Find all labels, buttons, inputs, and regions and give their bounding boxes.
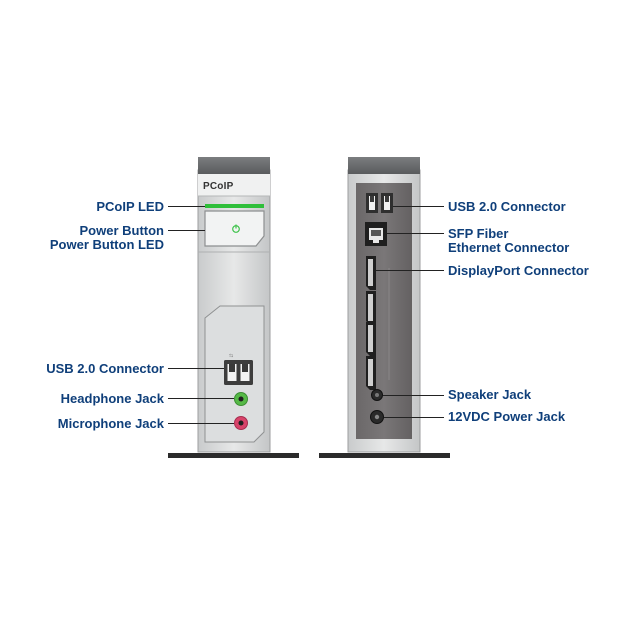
label-sfp-line2: Ethernet Connector — [448, 240, 570, 255]
sfp-port — [365, 222, 387, 246]
label-microphone-jack: Microphone Jack — [57, 416, 164, 431]
label-power-jack: 12VDC Power Jack — [448, 409, 566, 424]
label-power-button-led: Power Button LED — [49, 237, 164, 252]
leader-sfp — [387, 233, 444, 234]
front-unit: ⇆ — [168, 157, 299, 458]
leader-rear-usb — [393, 206, 444, 207]
rear-unit — [319, 157, 450, 458]
leader-power-jack — [384, 417, 444, 418]
label-power-button: Power Button — [79, 223, 165, 238]
label-front-usb: USB 2.0 Connector — [46, 361, 164, 376]
label-headphone-jack: Headphone Jack — [60, 391, 164, 406]
rear-io-panel — [356, 183, 412, 439]
label-displayport: DisplayPort Connector — [448, 263, 589, 278]
leader-speaker-jack — [383, 395, 444, 396]
label-sfp-line1: SFP Fiber — [448, 226, 509, 241]
rear-base — [319, 453, 450, 458]
front-top-face — [198, 174, 270, 196]
leader-pcoip-led — [168, 206, 205, 207]
label-rear-usb: USB 2.0 Connector — [448, 199, 566, 214]
pcoip-led — [205, 204, 264, 208]
displayport-connectors — [366, 256, 390, 390]
svg-text:⇆: ⇆ — [229, 353, 233, 359]
rear-top-cap — [348, 157, 420, 174]
front-top-cap — [198, 157, 270, 174]
leader-microphone-jack — [168, 423, 234, 424]
leader-headphone-jack — [168, 398, 234, 399]
brand-logo-text: PCoIP — [203, 181, 234, 192]
label-speaker-jack: Speaker Jack — [448, 387, 532, 402]
rear-usb-ports — [366, 193, 393, 213]
leader-displayport — [376, 270, 444, 271]
power-button — [204, 210, 265, 247]
leader-front-usb — [168, 368, 224, 369]
front-base — [168, 453, 299, 458]
label-pcoip-led: PCoIP LED — [96, 199, 164, 214]
leader-power-button — [168, 230, 205, 231]
